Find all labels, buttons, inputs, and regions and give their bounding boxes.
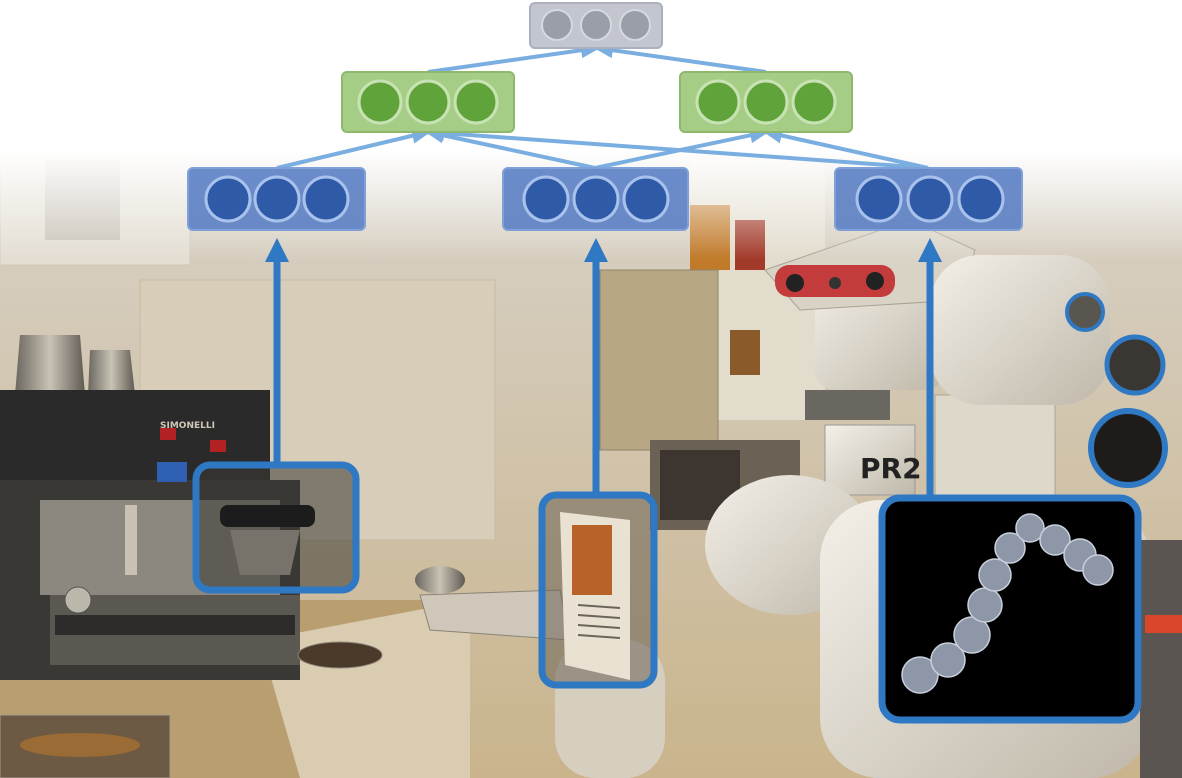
input-unit: [855, 175, 903, 223]
patch-leaflet: [538, 491, 658, 689]
hidden-unit: [695, 79, 741, 125]
input-arrows: [273, 255, 934, 495]
hidden-unit: [357, 79, 403, 125]
input-unit: [572, 175, 620, 223]
machine-brand-text: SIMONELLI: [160, 421, 215, 431]
small-circle-icon: [1065, 292, 1105, 332]
espresso-machine-patch: [192, 461, 360, 594]
arrow-heads: [265, 238, 942, 262]
medium-circle-icon: [1104, 334, 1166, 396]
milk-pitcher-small: [88, 350, 135, 395]
arrow-up-icon: [265, 238, 289, 262]
input-unit: [622, 175, 670, 223]
input-unit: [204, 175, 252, 223]
gripper-model-icon: [901, 513, 1114, 694]
decoding-circles: [1065, 292, 1168, 488]
grounds-bowl: [297, 641, 383, 669]
hidden-unit: [453, 79, 499, 125]
hidden-unit: [791, 79, 837, 125]
edge-input1-hidden1: [276, 127, 432, 170]
output-unit: [619, 9, 651, 41]
robot-torso-panel: [934, 394, 1056, 496]
input-unit: [957, 175, 1005, 223]
edge-hidden2-output: [593, 42, 767, 74]
counter-front: [260, 600, 470, 778]
large-circle-icon: [1088, 408, 1168, 488]
milk-pitcher: [15, 335, 85, 395]
input-unit: [253, 175, 301, 223]
input-unit: [522, 175, 570, 223]
output-unit: [541, 9, 573, 41]
hidden-layer: [341, 71, 853, 133]
input-unit: [906, 175, 954, 223]
patch-pointcloud: [878, 494, 1142, 724]
edge-input2-hidden2: [594, 127, 770, 170]
network-edges: [276, 42, 929, 170]
input-layer: [187, 167, 1023, 231]
hidden-unit: [743, 79, 789, 125]
output-unit: [580, 9, 612, 41]
arrow-up-icon: [584, 238, 608, 262]
hidden-unit: [405, 79, 451, 125]
edge-input2-hidden1: [424, 127, 596, 170]
edge-hidden1-output: [427, 42, 601, 74]
pressure-gauge-icon: [64, 586, 92, 614]
edge-input3-hidden2: [762, 127, 929, 170]
input-unit: [302, 175, 350, 223]
door-panel: [599, 269, 719, 451]
patch-espresso: [192, 461, 360, 594]
arrow-up-icon: [918, 238, 942, 262]
output-layer: [529, 2, 663, 49]
robot-label: PR2: [860, 452, 922, 485]
